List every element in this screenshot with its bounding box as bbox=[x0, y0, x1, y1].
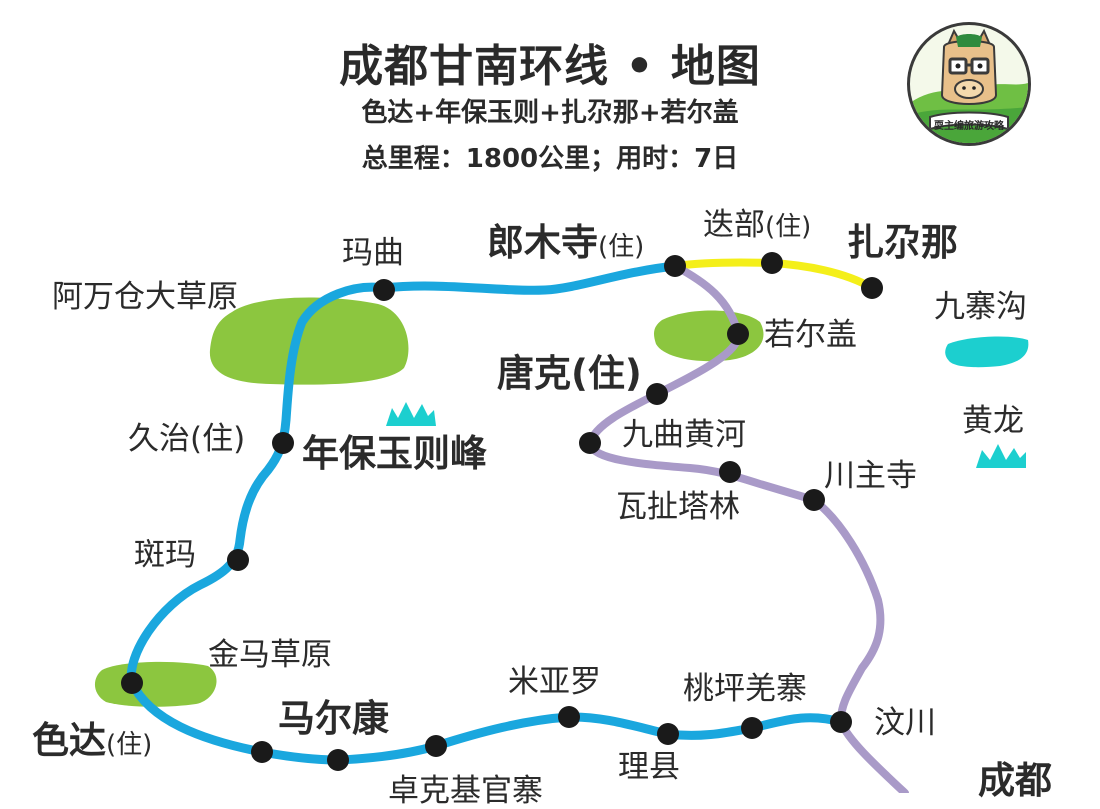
stop-dot-jiuqu bbox=[579, 432, 601, 454]
stop-dot-wenchuan bbox=[830, 711, 852, 733]
stop-dot-langmusi bbox=[664, 255, 686, 277]
place-label-jiuzhaigou: 九寨沟 bbox=[934, 289, 1027, 325]
place-label-wenchuan: 汶川 bbox=[874, 705, 936, 741]
stop-dot-diebu bbox=[761, 252, 783, 274]
stop-dot-jiuzhi bbox=[272, 432, 294, 454]
place-label-jiuqu-yellow-river: 九曲黄河 bbox=[622, 417, 746, 453]
place-label-seda: 色达(住) bbox=[32, 719, 153, 762]
stop-dot-taoping bbox=[741, 717, 763, 739]
brand-logo: 耍主编旅游攻略 bbox=[907, 22, 1031, 146]
place-label-awancang: 阿万仓大草原 bbox=[52, 279, 238, 315]
stop-dot-chuanzhusi bbox=[803, 489, 825, 511]
place-label-langmusi: 郎木寺(住) bbox=[487, 221, 645, 264]
place-label-tangke: 唐克(住) bbox=[497, 352, 642, 395]
map-title: 成都甘南环线 • 地图 bbox=[339, 41, 761, 92]
jiuzhaigou-lake-shape bbox=[945, 336, 1029, 368]
stop-dot-zhagana bbox=[861, 277, 883, 299]
route-langmusi-to-chengdu bbox=[586, 262, 909, 793]
stop-dot-zoige bbox=[727, 323, 749, 345]
place-label-zhagana: 扎尕那 bbox=[847, 221, 958, 264]
place-label-zhuokeji: 卓克基官寨 bbox=[388, 773, 543, 809]
place-label-jinma-grassland: 金马草原 bbox=[208, 637, 332, 673]
route-seda-to-langmusi bbox=[126, 261, 680, 688]
stop-dot-maqu bbox=[373, 279, 395, 301]
place-label-diebu: 迭部(住) bbox=[703, 207, 812, 243]
jinma-grassland-shape bbox=[94, 661, 217, 707]
place-label-chuanzhusi: 川主寺 bbox=[824, 458, 917, 494]
place-label-huanglong: 黄龙 bbox=[962, 403, 1024, 439]
place-label-zoige: 若尔盖 bbox=[764, 317, 857, 353]
place-label-miyaluo: 米亚罗 bbox=[508, 664, 601, 700]
awancang-grassland-shape bbox=[209, 297, 409, 385]
place-label-maerkang: 马尔康 bbox=[278, 697, 389, 740]
huanglong-mountain-icon bbox=[976, 444, 1026, 468]
place-label-banma: 斑玛 bbox=[134, 537, 196, 573]
stop-dot-tangke bbox=[646, 383, 668, 405]
place-label-chengdu: 成都 bbox=[978, 759, 1052, 802]
stop-dot-wazhata bbox=[719, 461, 741, 483]
nianbaoyuze-mountain-icon bbox=[386, 402, 436, 426]
place-label-taoping: 桃坪羌寨 bbox=[683, 671, 807, 707]
stop-dot-south-1 bbox=[251, 741, 273, 763]
stop-dot-seda bbox=[121, 672, 143, 694]
place-label-lixian: 理县 bbox=[618, 749, 680, 785]
place-label-jiuzhi: 久治(住) bbox=[128, 421, 246, 457]
stop-dot-miyaluo bbox=[558, 706, 580, 728]
cartoon-horse-avatar-icon bbox=[910, 28, 1028, 143]
stop-dot-lixian bbox=[657, 723, 679, 745]
place-label-maqu: 玛曲 bbox=[342, 235, 404, 271]
stop-dot-banma bbox=[227, 549, 249, 571]
trip-summary: 总里程：1800公里；用时：7日 bbox=[361, 144, 739, 174]
logo-text: 耍主编旅游攻略 bbox=[934, 121, 1004, 132]
map-subtitle: 色达+年保玉则+扎尕那+若尔盖 bbox=[361, 98, 739, 128]
stop-dot-south-2 bbox=[327, 749, 349, 771]
place-label-wazhata: 瓦扯塔林 bbox=[616, 489, 740, 525]
stop-dot-zhuokeji bbox=[425, 735, 447, 757]
place-label-nianbaoyuze: 年保玉则峰 bbox=[302, 432, 487, 475]
